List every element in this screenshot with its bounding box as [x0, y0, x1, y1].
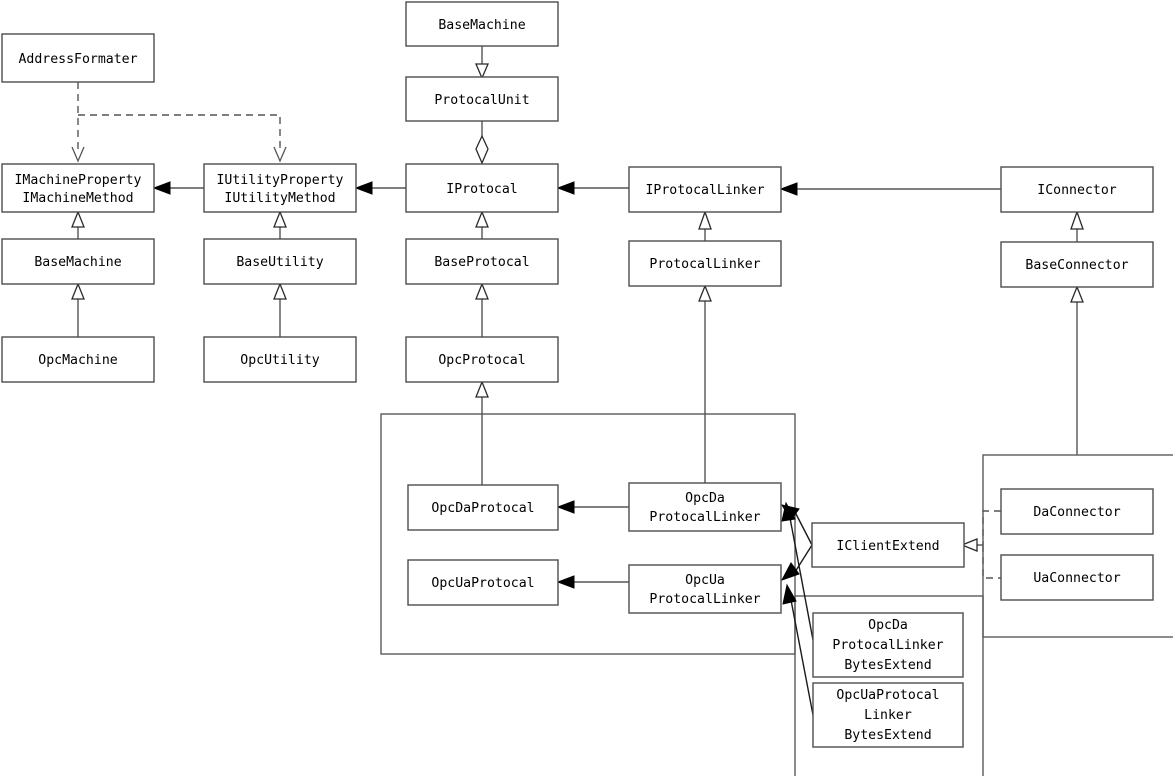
class-label-line2: IMachineMethod [22, 191, 133, 206]
class-label: BaseProtocal [434, 255, 529, 270]
class-node-opc-da-linker[interactable]: OpcDa ProtocalLinker [628, 482, 782, 532]
class-label: ProtocalUnit [434, 93, 529, 108]
class-node-opc-machine[interactable]: OpcMachine [1, 336, 155, 383]
association-arrowhead [556, 181, 575, 195]
class-node-protocal-linker[interactable]: ProtocalLinker [628, 240, 782, 287]
class-label: BaseMachine [438, 18, 525, 33]
class-label-line3: BytesExtend [844, 728, 931, 743]
association-arrowhead [781, 501, 796, 522]
edge-opcuabytes-opcualinker [790, 599, 814, 716]
generalization-arrowhead [475, 282, 489, 300]
class-label-line2: Linker [864, 708, 912, 723]
class-label: ProtocalLinker [649, 257, 760, 272]
edge-connectors-iclientextend [982, 510, 1001, 579]
class-node-base-protocal[interactable]: BaseProtocal [405, 238, 559, 285]
class-label-line1: OpcUa [685, 573, 725, 588]
edge-iclientextend-opcualinker [794, 544, 813, 573]
class-node-opc-utility[interactable]: OpcUtility [203, 336, 357, 383]
generalization-arrowhead [71, 210, 85, 228]
class-boxes-layer: BaseMachine ProtocalUnit AddressFormater… [1, 1, 1154, 748]
class-label: OpcUtility [240, 353, 319, 368]
class-node-iclient-extend[interactable]: IClientExtend [811, 522, 965, 568]
class-label: OpcUaProtocal [431, 576, 534, 591]
generalization-arrowhead [475, 380, 489, 398]
class-label: BaseMachine [34, 255, 121, 270]
class-label: UaConnector [1033, 571, 1120, 586]
class-label-line2: ProtocalLinker [649, 592, 760, 607]
association-arrowhead [782, 583, 797, 605]
class-label: IProtocal [446, 182, 517, 197]
class-label: IProtocalLinker [645, 183, 764, 198]
generalization-arrowhead [698, 210, 712, 230]
realization-arrowhead [960, 538, 978, 552]
generalization-arrowhead [71, 282, 85, 300]
class-label-line3: BytesExtend [844, 658, 931, 673]
generalization-arrowhead [475, 63, 489, 80]
association-arrowhead [556, 575, 575, 589]
edge-opcdabytes-opcdalinker [789, 517, 814, 641]
edge-iclientextend-opcdalinker [794, 511, 813, 546]
class-node-opc-ua-protocal[interactable]: OpcUaProtocal [407, 559, 559, 606]
class-label: BaseConnector [1025, 258, 1128, 273]
edges-layer [71, 46, 1084, 716]
class-label: AddressFormater [18, 52, 137, 67]
association-arrowhead [556, 500, 575, 514]
class-node-iutility-property[interactable]: IUtilityProperty IUtilityMethod [203, 163, 357, 213]
generalization-arrowhead [1070, 210, 1084, 230]
association-arrowhead [354, 181, 373, 195]
class-node-opc-da-protocal[interactable]: OpcDaProtocal [407, 484, 559, 531]
class-node-opc-da-bytes-extend[interactable]: OpcDa ProtocalLinker BytesExtend [812, 612, 964, 678]
class-label-line1: OpcDa [685, 491, 725, 506]
aggregation-diamond [475, 134, 489, 165]
class-label: IClientExtend [836, 539, 939, 554]
class-node-base-machine-top[interactable]: BaseMachine [405, 1, 559, 47]
class-node-protocal-unit[interactable]: ProtocalUnit [405, 76, 559, 122]
class-label-line1: IUtilityProperty [216, 173, 343, 188]
class-label: BaseUtility [236, 255, 323, 270]
class-node-iconnector[interactable]: IConnector [1000, 166, 1154, 213]
class-label: DaConnector [1033, 505, 1120, 520]
dependency-arrowhead [273, 146, 287, 163]
generalization-arrowhead [273, 210, 287, 228]
class-node-iprotocal[interactable]: IProtocal [405, 163, 559, 213]
class-node-base-utility[interactable]: BaseUtility [203, 238, 357, 285]
class-label-line1: OpcDa [868, 618, 908, 633]
association-arrowhead [780, 562, 800, 581]
class-label-line2: ProtocalLinker [832, 638, 943, 653]
class-node-iprotocal-linker[interactable]: IProtocalLinker [628, 166, 782, 213]
class-node-opc-ua-linker[interactable]: OpcUa ProtocalLinker [628, 564, 782, 614]
group-connector-impl [982, 454, 1173, 638]
group-bytes-extend [794, 595, 984, 776]
association-arrowhead [779, 182, 798, 196]
class-node-opc-protocal[interactable]: OpcProtocal [405, 336, 559, 383]
class-node-base-connector[interactable]: BaseConnector [1000, 241, 1154, 288]
generalization-arrowhead [698, 284, 712, 302]
class-label-line1: OpcUaProtocal [836, 688, 939, 703]
class-label: OpcMachine [38, 353, 117, 368]
association-arrowhead [152, 181, 171, 195]
class-node-da-connector[interactable]: DaConnector [1000, 488, 1154, 535]
class-node-base-machine[interactable]: BaseMachine [1, 238, 155, 285]
group-protocal-impl [380, 413, 796, 655]
class-label: OpcDaProtocal [431, 501, 534, 516]
class-node-opc-ua-bytes-extend[interactable]: OpcUaProtocal Linker BytesExtend [812, 682, 964, 748]
edge-addressformater-iutility [78, 114, 281, 152]
class-label-line1: IMachineProperty [14, 173, 141, 188]
generalization-arrowhead [1070, 285, 1084, 303]
class-label: IConnector [1037, 183, 1116, 198]
generalization-arrowhead [475, 210, 489, 228]
class-node-ua-connector[interactable]: UaConnector [1000, 554, 1154, 601]
generalization-arrowhead [273, 282, 287, 300]
class-node-imachine-property[interactable]: IMachineProperty IMachineMethod [1, 163, 155, 213]
class-node-address-formater[interactable]: AddressFormater [1, 33, 155, 83]
class-label-line2: IUtilityMethod [224, 191, 335, 206]
class-label: OpcProtocal [438, 353, 525, 368]
dependency-arrowhead [71, 146, 85, 163]
class-label-line2: ProtocalLinker [649, 510, 760, 525]
